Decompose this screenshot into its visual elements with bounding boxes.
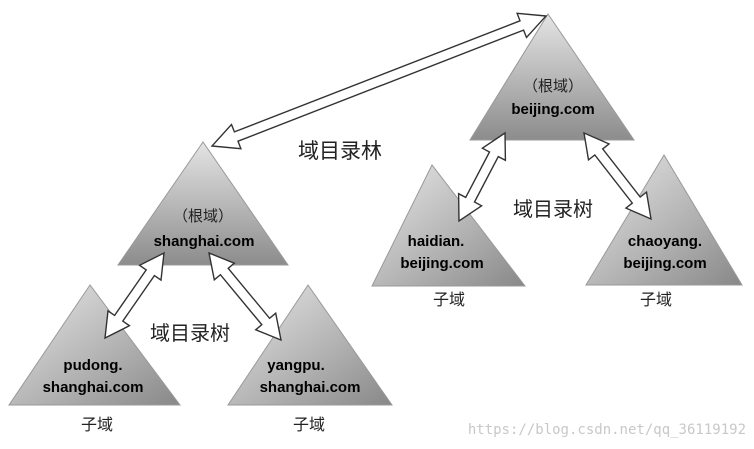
triangle-yangpu [227,284,393,406]
shanghai-tree-label: 域目录树 [150,321,230,345]
beijing-root-label-1: （根域） [523,77,583,95]
chaoyang-caption: 子域 [640,290,672,309]
shanghai-root-label-1: （根域） [173,207,233,225]
beijing-root-label-2: beijing.com [511,101,594,118]
arrow-sh-pd-shape [104,251,165,340]
pudong-label-2: shanghai.com [43,379,144,396]
haidian-label-2: beijing.com [400,255,483,272]
haidian-label-1: haidian. [408,233,465,250]
watermark: https://blog.csdn.net/qq_36119192 [468,422,746,438]
yangpu-caption: 子域 [293,415,325,434]
forest-label: 域目录林 [298,139,382,163]
arrow-forest-link [210,12,548,150]
arrow-beijing-chaoyang [583,131,652,221]
chaoyang-label-2: beijing.com [623,255,706,272]
shanghai-root-label-2: shanghai.com [154,233,255,250]
triangle-beijing-root [469,13,635,141]
arrow-shanghai-yangpu [208,251,282,342]
arrow-bj-hd-shape [457,131,507,223]
arrow-shanghai-pudong [104,251,165,340]
arrow-forest-shape [210,12,548,150]
pudong-caption: 子域 [81,415,113,434]
pudong-label-1: pudong. [63,357,122,374]
haidian-caption: 子域 [433,290,465,309]
chaoyang-label-1: chaoyang. [628,233,702,250]
yangpu-label-1: yangpu. [267,357,325,374]
triangle-chaoyang [585,154,743,286]
arrow-bj-cy-shape [583,131,652,221]
triangle-haidian [371,164,527,287]
yangpu-label-2: shanghai.com [260,379,361,396]
arrow-beijing-haidian [457,131,507,223]
beijing-tree-label: 域目录树 [513,197,593,221]
arrow-sh-yp-shape [208,251,282,342]
triangle-shanghai-root [117,141,289,266]
triangle-pudong [8,284,181,406]
